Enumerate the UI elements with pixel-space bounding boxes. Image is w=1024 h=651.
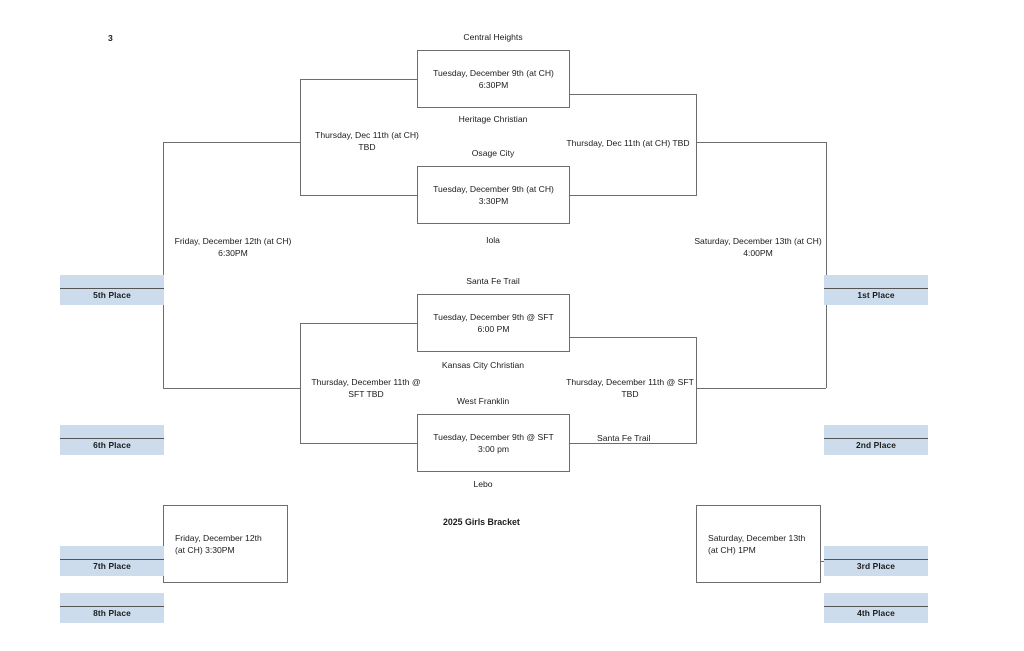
game-info-seventh-place: Friday, December 12th (at CH) 3:30PM: [175, 532, 262, 555]
team-central-heights: Central Heights: [463, 32, 523, 42]
place-label-7th: 7th Place: [93, 561, 131, 571]
team-lebo: Lebo: [473, 479, 493, 489]
winner-label-lower-bracket: Santa Fe Trail: [597, 433, 651, 443]
place-band-5th: 5th Place: [60, 275, 164, 305]
place-label-3rd: 3rd Place: [856, 561, 896, 571]
place-label-8th: 8th Place: [93, 608, 131, 618]
bracket-title: 2025 Girls Bracket: [443, 517, 520, 527]
game-box-round1-match1[interactable]: Tuesday, December 9th (at CH) 6:30PM: [417, 50, 570, 108]
game-info-round1-match1: Tuesday, December 9th (at CH) 6:30PM: [433, 67, 554, 90]
team-osage-city: Osage City: [471, 148, 515, 158]
game-info-third-place: Saturday, December 13th (at CH) 1PM: [708, 532, 806, 555]
place-label-1st: 1st Place: [857, 290, 895, 300]
connector-left-stub-match2: [300, 195, 417, 196]
team-iola: Iola: [486, 235, 500, 245]
place-band-4th: 4th Place: [824, 593, 928, 623]
place-label-4th: 4th Place: [857, 608, 895, 618]
game-info-round1-match3: Tuesday, December 9th @ SFT 6:00 PM: [433, 311, 554, 334]
place-band-6th: 6th Place: [60, 425, 164, 455]
caption-upper-consolation: Thursday, Dec 11th (at CH) TBD: [315, 130, 419, 153]
place-band-1st: 1st Place: [824, 275, 928, 305]
connector-left-stub-match1: [300, 79, 417, 80]
game-box-third-place[interactable]: Saturday, December 13th (at CH) 1PM: [696, 505, 821, 583]
connector-right-stub-match1: [570, 94, 697, 95]
connector-lower-consolation-vertical: [300, 323, 301, 443]
team-heritage-christian: Heritage Christian: [458, 114, 528, 124]
place-label-2nd: 2nd Place: [855, 440, 896, 450]
place-rule-5th: [60, 288, 164, 289]
place-label-6th: 6th Place: [93, 440, 131, 450]
connector-consolation-final-top: [163, 142, 300, 143]
connector-left-stub-match3: [300, 323, 417, 324]
connector-lower-semifinal-vertical: [696, 337, 697, 443]
place-band-7th: 7th Place: [60, 546, 164, 576]
place-rule-2nd: [824, 438, 928, 439]
connector-consolation-final-vertical: [163, 142, 164, 388]
place-label-5th: 5th Place: [93, 290, 131, 300]
connector-upper-consolation-vertical: [300, 79, 301, 195]
team-kansas-city-christian: Kansas City Christian: [441, 360, 525, 370]
game-box-round1-match3[interactable]: Tuesday, December 9th @ SFT 6:00 PM: [417, 294, 570, 352]
caption-fifth-place-final: Friday, December 12th (at CH) 6:30PM: [174, 236, 292, 259]
place-band-2nd: 2nd Place: [824, 425, 928, 455]
game-info-round1-match2: Tuesday, December 9th (at CH) 3:30PM: [433, 183, 554, 206]
connector-upper-semifinal-vertical: [696, 94, 697, 195]
connector-left-stub-match4: [300, 443, 417, 444]
connector-consolation-final-bottom: [163, 388, 300, 389]
place-rule-6th: [60, 438, 164, 439]
game-box-round1-match4[interactable]: Tuesday, December 9th @ SFT 3:00 pm: [417, 414, 570, 472]
connector-right-stub-match4: [570, 443, 697, 444]
place-band-8th: 8th Place: [60, 593, 164, 623]
connector-right-stub-match2: [570, 195, 697, 196]
connector-upper-semifinal-out: [696, 142, 826, 143]
place-rule-7th: [60, 559, 164, 560]
game-box-round1-match2[interactable]: Tuesday, December 9th (at CH) 3:30PM: [417, 166, 570, 224]
caption-upper-semifinal: Thursday, Dec 11th (at CH) TBD: [566, 138, 690, 148]
place-band-3rd: 3rd Place: [824, 546, 928, 576]
place-rule-3rd: [824, 559, 928, 560]
caption-championship: Saturday, December 13th (at CH) 4:00PM: [694, 236, 822, 259]
caption-lower-consolation: Thursday, December 11th @ SFT TBD: [311, 377, 421, 400]
place-rule-1st: [824, 288, 928, 289]
game-info-round1-match4: Tuesday, December 9th @ SFT 3:00 pm: [433, 431, 554, 454]
connector-championship-vertical: [826, 142, 827, 388]
connector-lower-semifinal-out: [696, 388, 826, 389]
caption-lower-semifinal: Thursday, December 11th @ SFT TBD: [566, 377, 694, 400]
team-west-franklin: West Franklin: [456, 396, 510, 406]
connector-right-stub-match3: [570, 337, 697, 338]
place-rule-8th: [60, 606, 164, 607]
place-rule-4th: [824, 606, 928, 607]
team-santa-fe-trail: Santa Fe Trail: [466, 276, 520, 286]
page-number: 3: [108, 33, 113, 43]
game-box-seventh-place[interactable]: Friday, December 12th (at CH) 3:30PM: [163, 505, 288, 583]
